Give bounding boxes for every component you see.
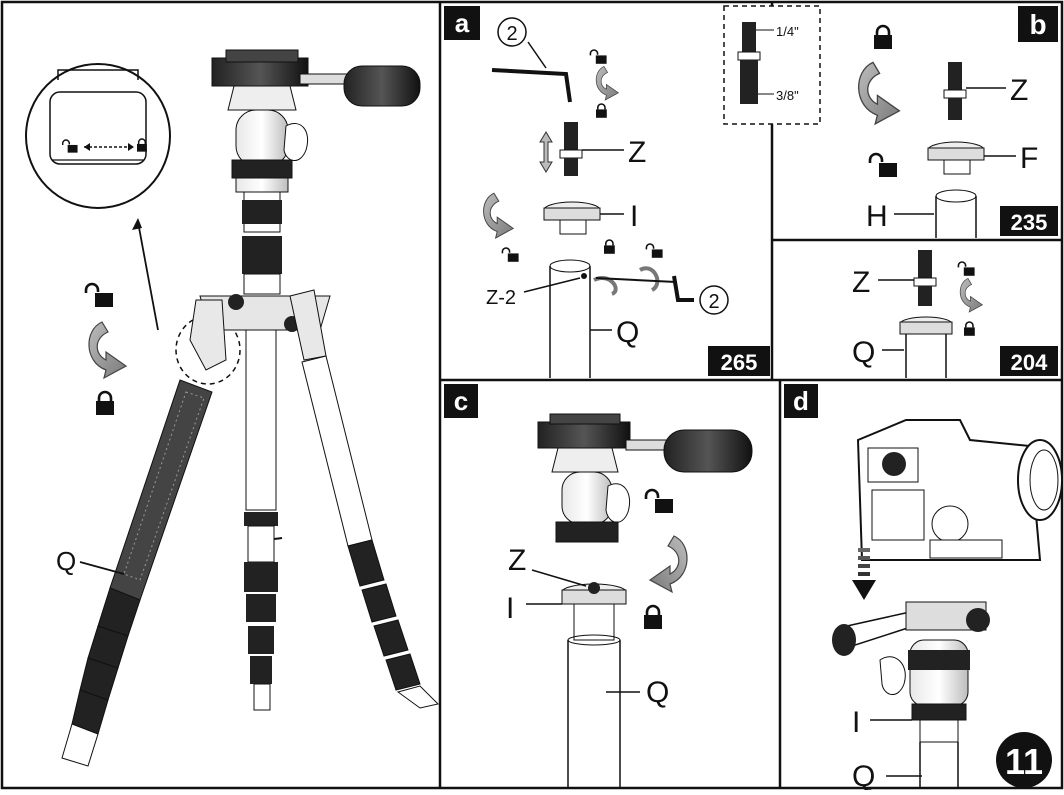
rotate-arrow-icon bbox=[595, 66, 619, 101]
panel-b2: Z Q 204 bbox=[852, 250, 1058, 378]
lock-icon bbox=[963, 321, 976, 337]
panel-c-badge bbox=[444, 384, 478, 418]
rotate-arrow-icon bbox=[649, 535, 688, 593]
panel-a-badge bbox=[444, 6, 480, 40]
panel-c: c Z I Q bbox=[444, 384, 753, 788]
panel-d: d bbox=[784, 384, 1063, 793]
label-z: Z bbox=[1010, 74, 1028, 107]
label-q: Q bbox=[852, 760, 875, 790]
down-arrow-icon bbox=[852, 548, 876, 600]
label-i: I bbox=[852, 706, 860, 739]
thread-inset bbox=[723, 5, 821, 125]
column-h bbox=[935, 189, 977, 238]
svg-text:2: 2 bbox=[708, 291, 719, 313]
screw-z bbox=[913, 250, 937, 306]
column-q bbox=[549, 259, 591, 378]
svg-text:235: 235 bbox=[1011, 210, 1048, 235]
tripod-leg-right bbox=[289, 289, 439, 709]
label-z: Z bbox=[852, 266, 870, 299]
svg-text:2: 2 bbox=[506, 23, 517, 45]
column-q bbox=[561, 582, 627, 788]
rotate-arrow-icon bbox=[88, 321, 127, 379]
zoom-detail-circle bbox=[25, 63, 171, 209]
label-q: Q bbox=[852, 336, 875, 369]
label-z: Z bbox=[508, 544, 526, 577]
lock-icon bbox=[642, 604, 664, 631]
hex-key-icon bbox=[491, 68, 572, 103]
step-marker bbox=[699, 285, 729, 315]
unlock-icon bbox=[644, 488, 675, 515]
main-tripod-panel: Q bbox=[25, 49, 439, 767]
panel-a-letter: a bbox=[455, 8, 470, 38]
unlock-icon bbox=[84, 282, 115, 309]
label-f: F bbox=[1020, 142, 1038, 175]
unlock-icon bbox=[645, 243, 664, 259]
ball-head bbox=[537, 413, 753, 543]
tripod-leg-left bbox=[61, 299, 227, 767]
panel-d-badge bbox=[784, 384, 818, 418]
thread-large-label: 3/8" bbox=[776, 88, 799, 103]
svg-text:d: d bbox=[793, 386, 809, 416]
unlock-icon bbox=[868, 152, 899, 179]
panel-a: a 2 Z I bbox=[444, 5, 821, 378]
rotate-arrow-icon bbox=[857, 61, 901, 125]
svg-text:204: 204 bbox=[1011, 350, 1048, 375]
code-badge bbox=[1000, 346, 1058, 376]
label-z2: Z-2 bbox=[486, 287, 516, 309]
adapter-column bbox=[899, 316, 953, 378]
unlock-icon bbox=[501, 247, 520, 263]
label-h: H bbox=[866, 200, 888, 233]
center-column bbox=[199, 191, 331, 711]
panel-b-badge bbox=[1018, 6, 1058, 42]
screw-z bbox=[559, 122, 583, 176]
code-badge bbox=[1000, 206, 1058, 236]
unlock-icon bbox=[957, 261, 976, 277]
lock-icon bbox=[872, 24, 894, 51]
svg-text:265: 265 bbox=[721, 350, 758, 375]
lock-icon bbox=[603, 239, 616, 255]
dual-thread-screw bbox=[737, 22, 761, 104]
label-q: Q bbox=[616, 316, 639, 349]
adapter-f bbox=[927, 141, 985, 175]
step-marker bbox=[497, 17, 527, 47]
adapter-i bbox=[543, 201, 601, 235]
label-q: Q bbox=[56, 546, 76, 576]
up-down-arrow-icon bbox=[539, 131, 553, 173]
unlock-icon bbox=[589, 49, 608, 65]
label-q: Q bbox=[646, 676, 669, 709]
svg-text:c: c bbox=[454, 386, 468, 416]
page-number-badge bbox=[996, 732, 1052, 788]
ball-head bbox=[832, 601, 990, 721]
code-badge bbox=[708, 346, 770, 376]
column-q bbox=[919, 719, 959, 788]
label-z: Z bbox=[628, 136, 646, 169]
zoom-pointer-line bbox=[137, 221, 159, 331]
thread-small-label: 1/4" bbox=[776, 24, 799, 39]
hex-key-icon bbox=[672, 275, 694, 302]
rotate-arrow-icon bbox=[959, 278, 983, 313]
page-number: 11 bbox=[1005, 741, 1043, 782]
camera-icon bbox=[856, 419, 1063, 561]
screw-z bbox=[943, 62, 967, 120]
svg-text:b: b bbox=[1029, 9, 1046, 40]
label-i: I bbox=[630, 200, 638, 233]
lock-icon bbox=[94, 390, 116, 417]
label-i: I bbox=[506, 592, 514, 625]
ball-head bbox=[211, 49, 421, 193]
panel-b: b Z F H 235 bbox=[857, 6, 1058, 238]
rotate-arrow-icon bbox=[483, 192, 514, 239]
lock-icon bbox=[595, 103, 608, 119]
